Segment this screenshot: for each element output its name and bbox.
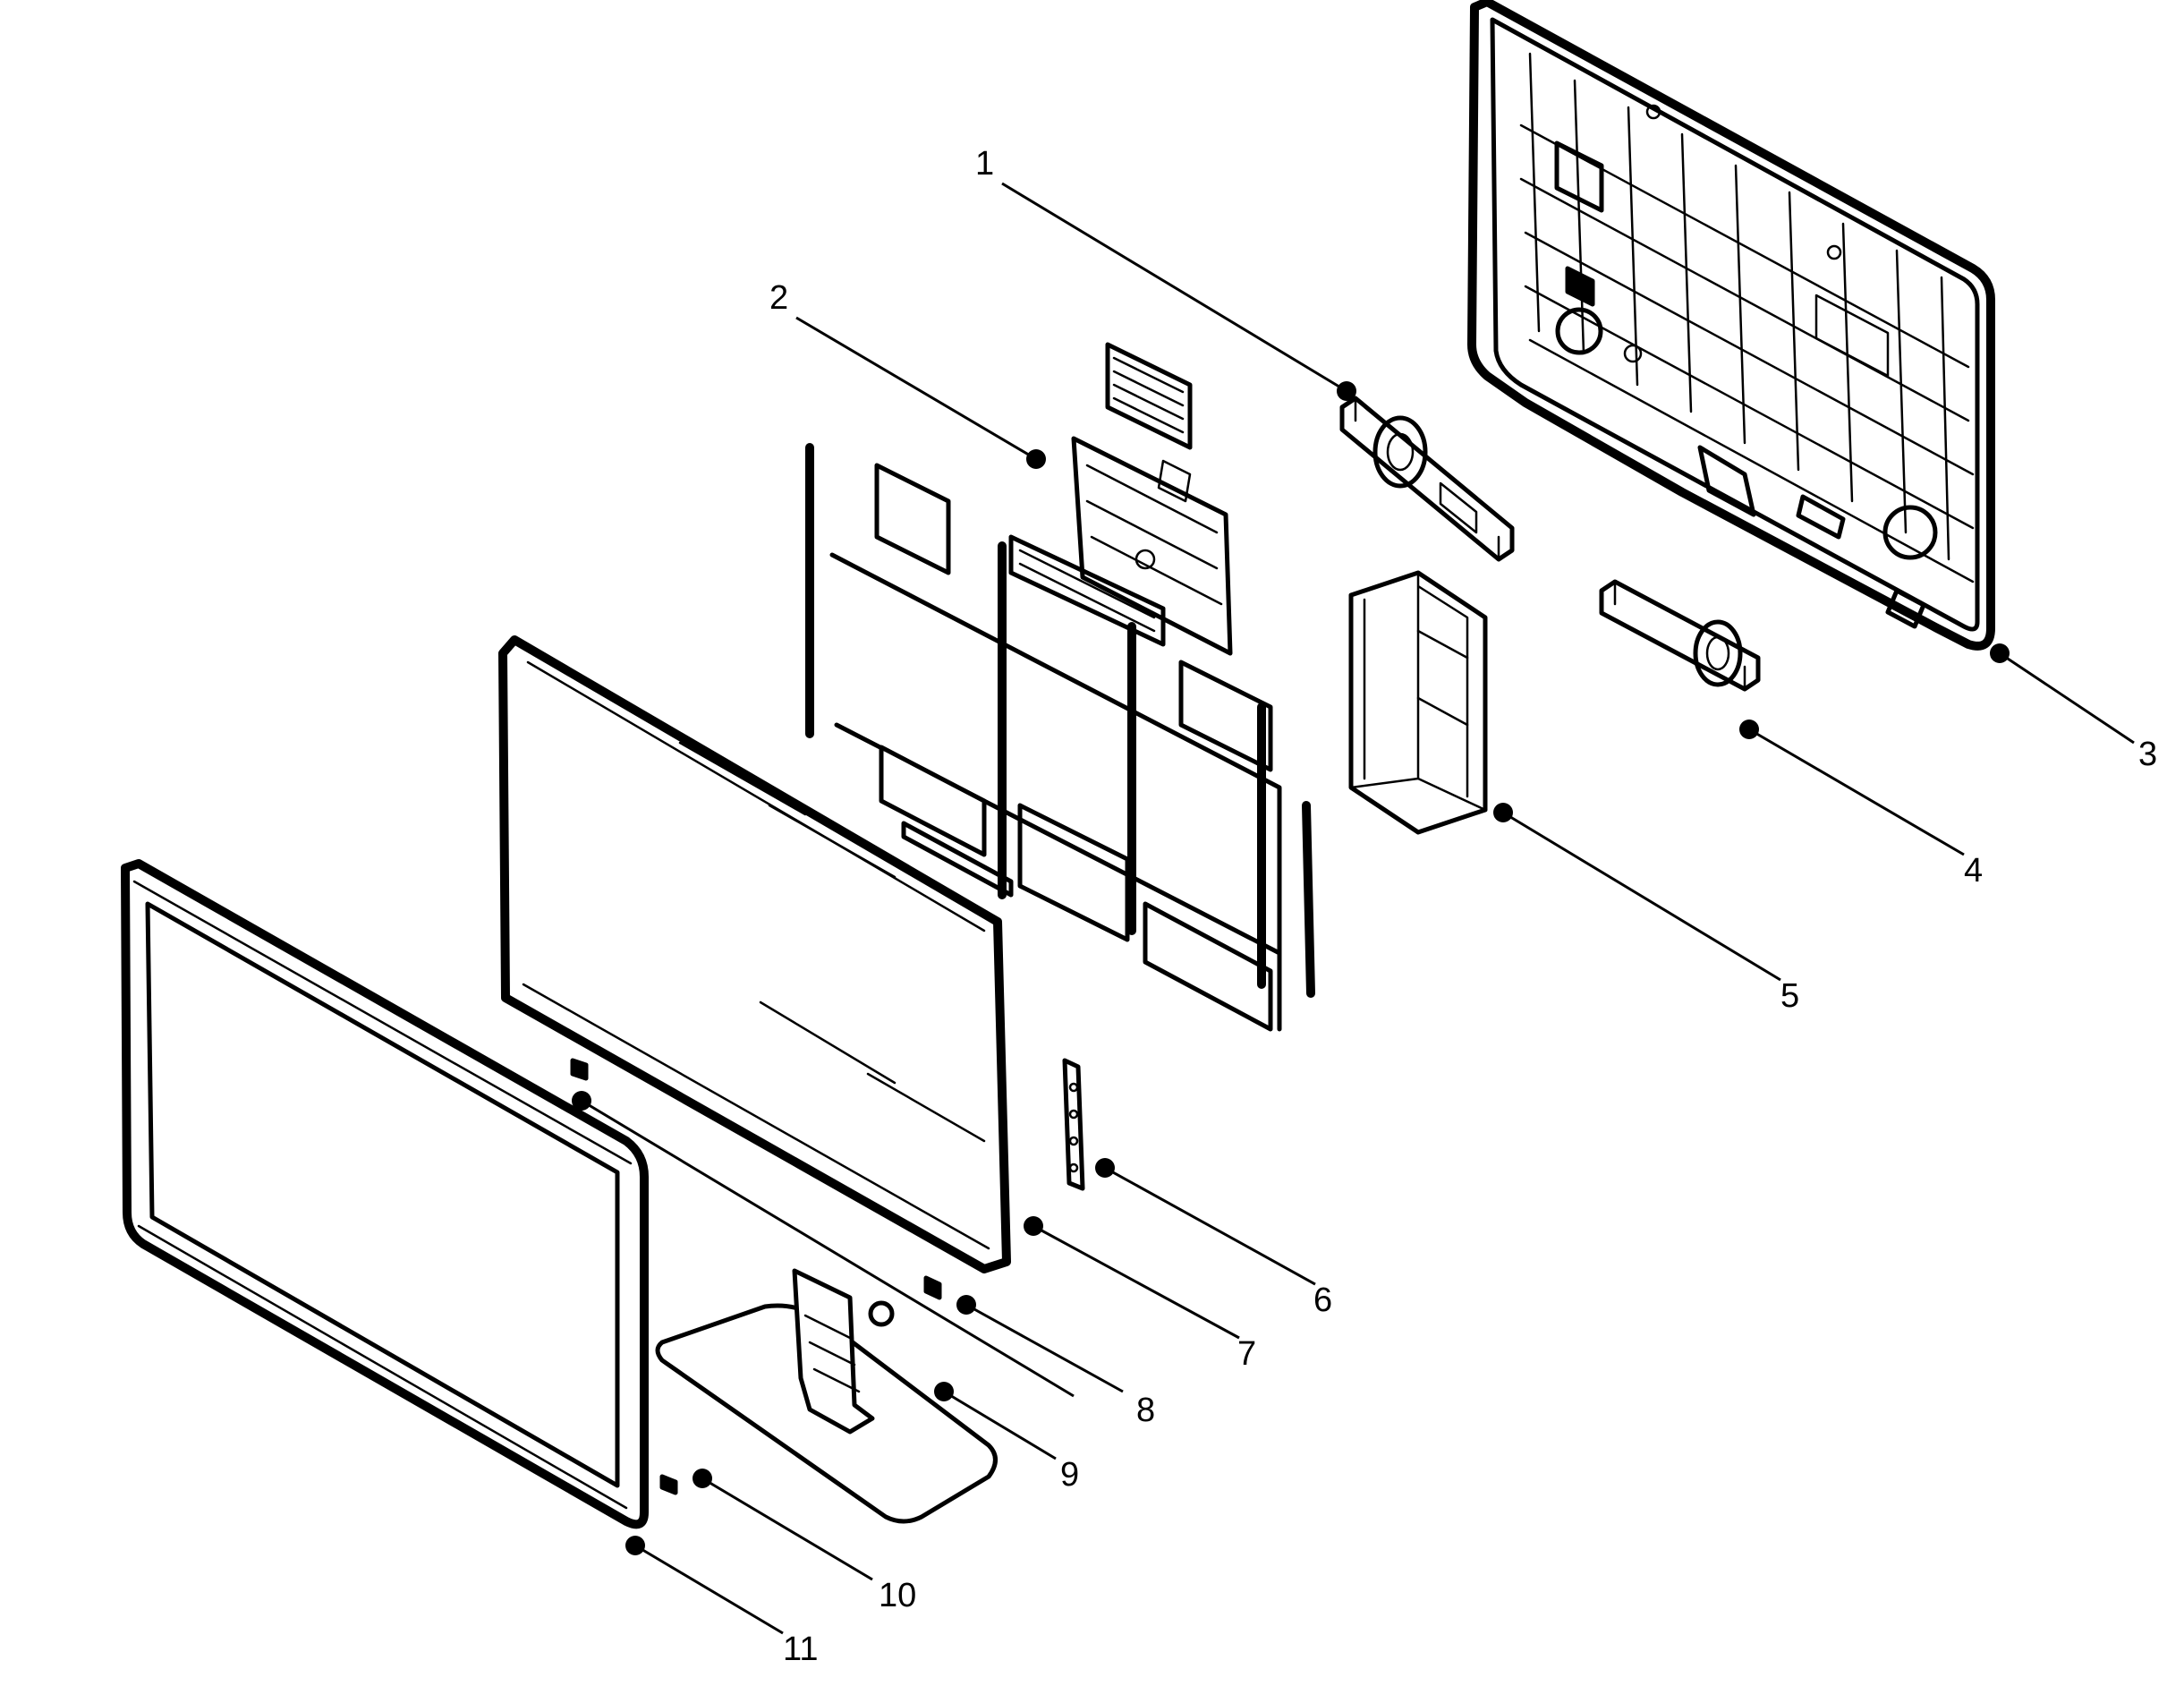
callout-1: 1 — [975, 145, 994, 183]
part-main-board — [1071, 342, 1233, 656]
callout-9: 9 — [1060, 1456, 1079, 1494]
callout-3: 3 — [2138, 736, 2157, 773]
callout-5: 5 — [1780, 977, 1799, 1015]
part-terminal-box — [1348, 570, 1488, 835]
part-clips — [570, 1058, 942, 1495]
part-front-bezel — [121, 859, 649, 1529]
callout-leaders — [572, 182, 2135, 1635]
part-keyboard — [1062, 1058, 1085, 1191]
callout-10: 10 — [879, 1577, 916, 1614]
callout-7: 7 — [1237, 1335, 1256, 1373]
callout-6: 6 — [1313, 1282, 1332, 1319]
callout-4: 4 — [1964, 852, 1983, 890]
part-chassis-frame — [805, 443, 1315, 1032]
part-stand — [655, 1268, 998, 1524]
callout-8: 8 — [1136, 1392, 1155, 1429]
part-rear-cover — [1467, 0, 1995, 651]
part-speaker-left — [1599, 579, 1761, 692]
callout-2: 2 — [769, 279, 788, 317]
callout-labels: 1 2 3 4 5 6 7 8 9 10 11 — [769, 145, 2157, 1668]
part-speaker-right — [1339, 396, 1515, 562]
part-lcd-panel — [498, 635, 1011, 1273]
callout-11: 11 — [783, 1631, 818, 1668]
